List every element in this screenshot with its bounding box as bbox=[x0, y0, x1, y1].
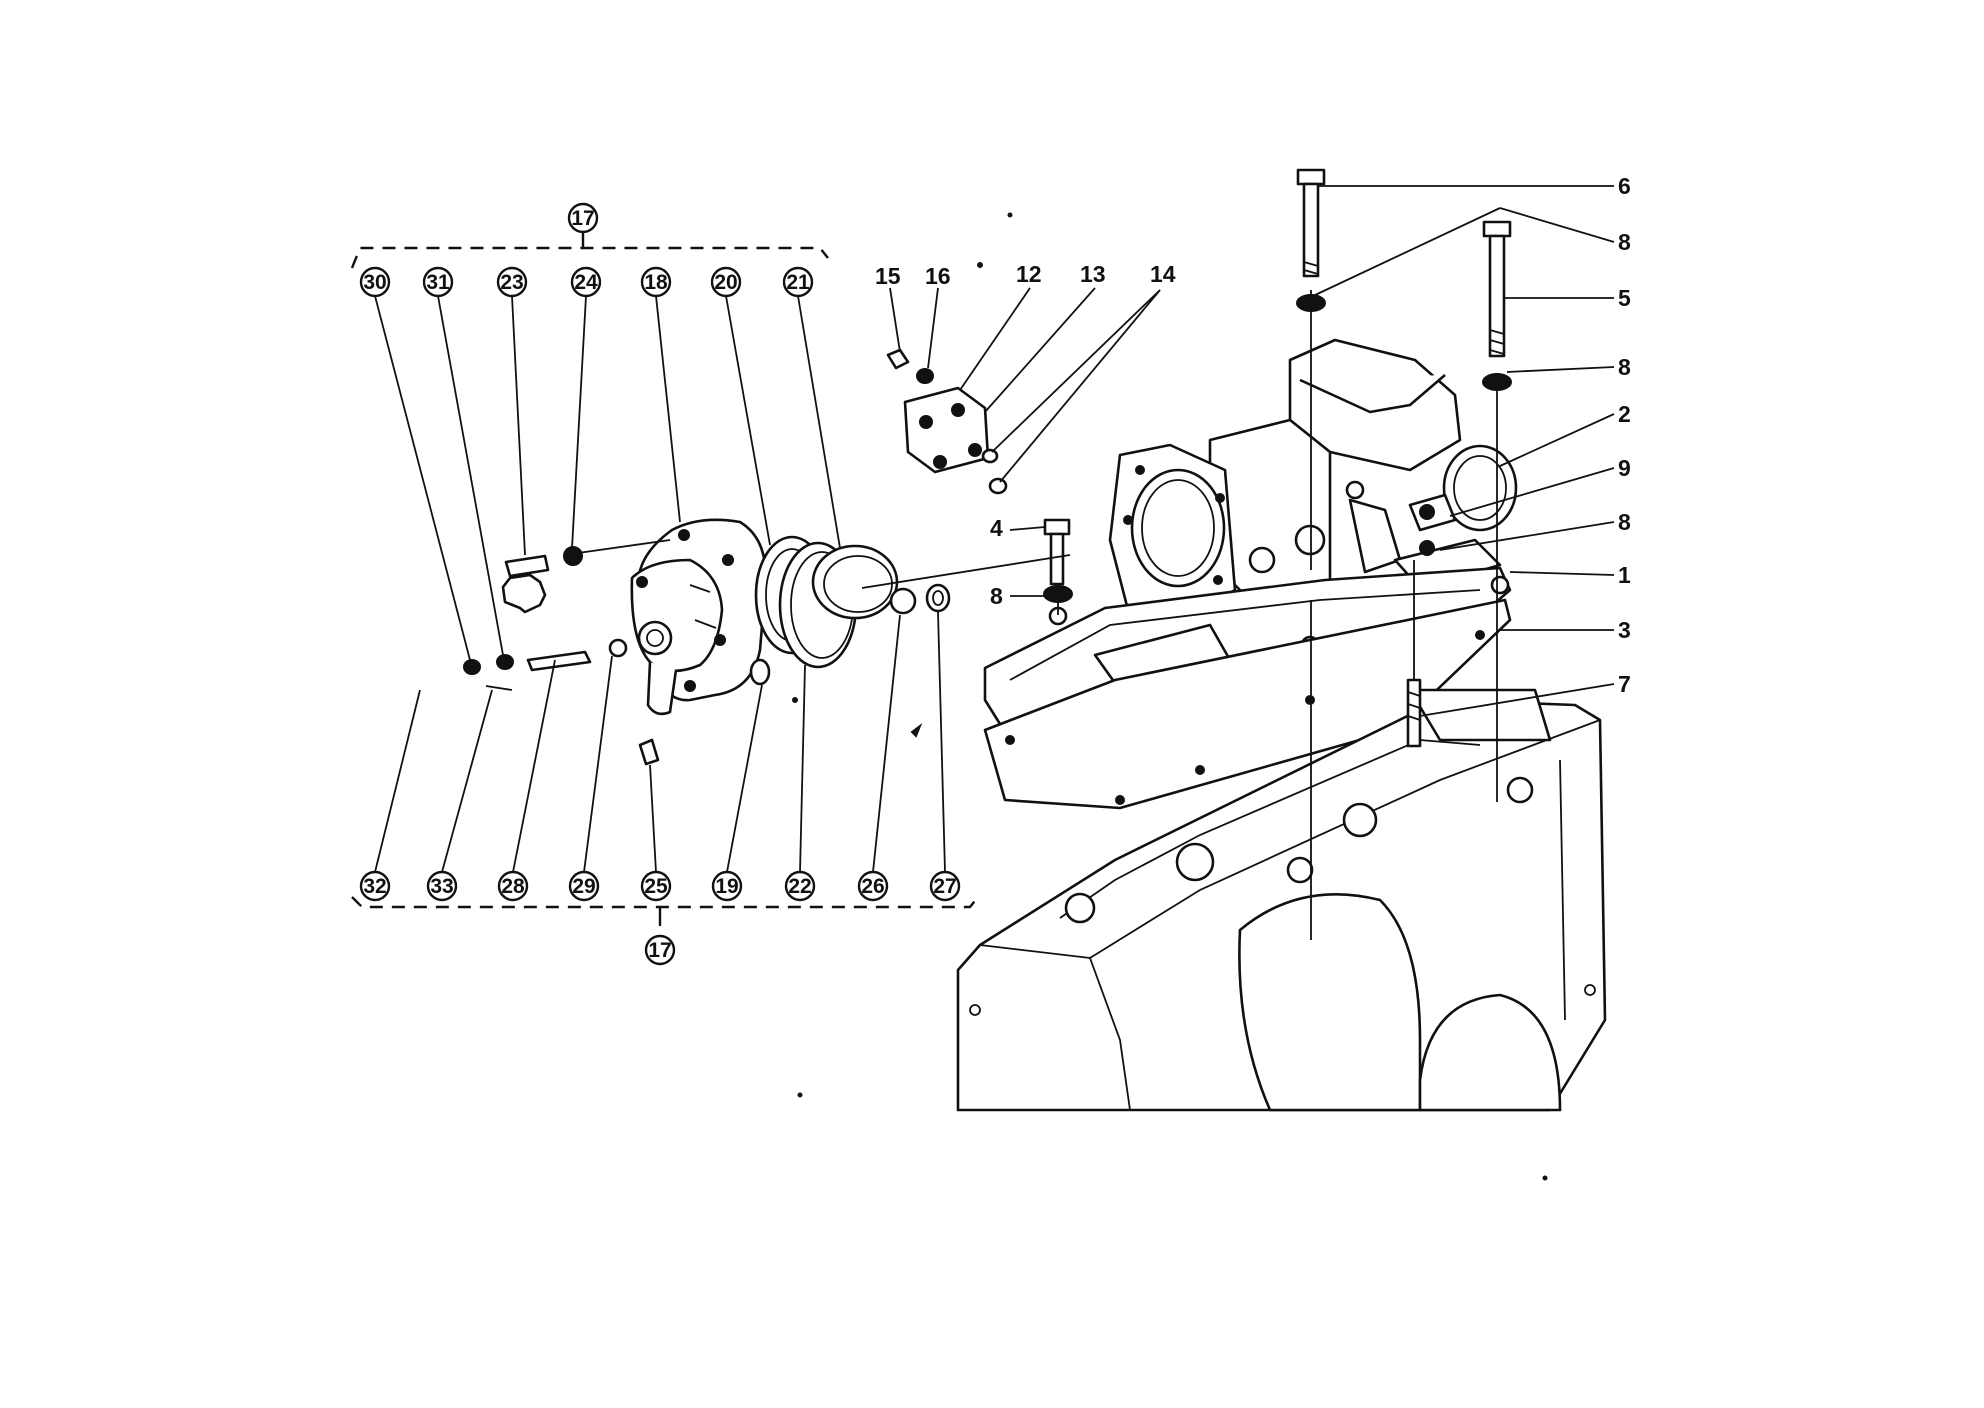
part-label-7: 7 bbox=[1618, 671, 1631, 697]
bolt-6 bbox=[1296, 168, 1326, 278]
part-label-9: 9 bbox=[1618, 455, 1631, 481]
bolt-4 bbox=[1043, 518, 1071, 586]
base-gasket bbox=[983, 598, 1512, 810]
part-label-16: 16 bbox=[925, 263, 951, 289]
callout-c29: 29 bbox=[568, 870, 600, 902]
pump-small-parts bbox=[463, 546, 951, 766]
callout-c22: 22 bbox=[784, 870, 816, 902]
callout-c24: 24 bbox=[570, 266, 602, 298]
callout-c31: 31 bbox=[422, 266, 454, 298]
callout-c26: 26 bbox=[857, 870, 889, 902]
part-label-2: 2 bbox=[1618, 401, 1631, 427]
callout-c23: 23 bbox=[496, 266, 528, 298]
callout-c24-text: 24 bbox=[574, 271, 598, 294]
part-label-12: 12 bbox=[1016, 261, 1042, 287]
callout-c25: 25 bbox=[640, 870, 672, 902]
callout-c20-text: 20 bbox=[714, 271, 737, 294]
callout-c19-text: 19 bbox=[715, 875, 738, 898]
leader-lines-right bbox=[889, 185, 1615, 717]
pump-body bbox=[630, 518, 767, 716]
gear-housing bbox=[1108, 338, 1518, 622]
bolt-5 bbox=[1482, 220, 1512, 358]
callout-c19: 19 bbox=[711, 870, 743, 902]
callout-c27: 27 bbox=[929, 870, 961, 902]
callout-c33-text: 33 bbox=[430, 875, 453, 898]
part-label-14: 14 bbox=[1150, 261, 1176, 287]
part-label-8-lower: 8 bbox=[1618, 509, 1631, 535]
part-label-15: 15 bbox=[875, 263, 901, 289]
top-cover-plate bbox=[886, 348, 1008, 495]
part-label-3: 3 bbox=[1618, 617, 1631, 643]
callout-c20: 20 bbox=[710, 266, 742, 298]
part-label-8-left: 8 bbox=[990, 583, 1003, 609]
engine-block bbox=[956, 688, 1607, 1112]
sealing-rings bbox=[778, 541, 899, 669]
callout-c23-text: 23 bbox=[500, 271, 523, 294]
callout-c22-text: 22 bbox=[788, 875, 811, 898]
stud-7 bbox=[1406, 678, 1422, 748]
callout-c25-text: 25 bbox=[644, 875, 668, 898]
group-bracket-top bbox=[350, 230, 829, 269]
part-label-1: 1 bbox=[1618, 562, 1631, 588]
callout-c18: 18 bbox=[640, 266, 672, 298]
group-bracket-bottom bbox=[351, 896, 979, 927]
callout-c18-text: 18 bbox=[644, 271, 668, 294]
callout-c27-text: 27 bbox=[933, 875, 956, 898]
part-label-6: 6 bbox=[1618, 173, 1631, 199]
leader-lines-bottom bbox=[374, 611, 946, 873]
group-label-bottom: 17 bbox=[644, 934, 676, 966]
callout-c21-text: 21 bbox=[786, 271, 810, 294]
part-label-8-top: 8 bbox=[1618, 229, 1631, 255]
callout-c28: 28 bbox=[497, 870, 529, 902]
callout-c31-text: 31 bbox=[426, 271, 450, 294]
callout-c29-text: 29 bbox=[572, 875, 595, 898]
group-label-bottom-text: 17 bbox=[648, 939, 671, 962]
callout-c30-text: 30 bbox=[363, 271, 386, 294]
group-label-top-text: 17 bbox=[571, 207, 594, 230]
callout-c33: 33 bbox=[426, 870, 458, 902]
part-label-4: 4 bbox=[990, 515, 1003, 541]
part-label-13: 13 bbox=[1080, 261, 1106, 287]
part-label-5: 5 bbox=[1618, 285, 1631, 311]
callout-c26-text: 26 bbox=[861, 875, 884, 898]
callout-c28-text: 28 bbox=[501, 875, 525, 898]
leader-lines-top bbox=[374, 295, 841, 661]
group-label-top: 17 bbox=[567, 202, 599, 234]
assembly-axis-lines bbox=[577, 290, 1498, 940]
callout-c30: 30 bbox=[359, 266, 391, 298]
part-label-8-mid: 8 bbox=[1618, 354, 1631, 380]
callout-c21: 21 bbox=[782, 266, 814, 298]
callout-c32: 32 bbox=[359, 870, 391, 902]
callout-c32-text: 32 bbox=[363, 875, 386, 898]
